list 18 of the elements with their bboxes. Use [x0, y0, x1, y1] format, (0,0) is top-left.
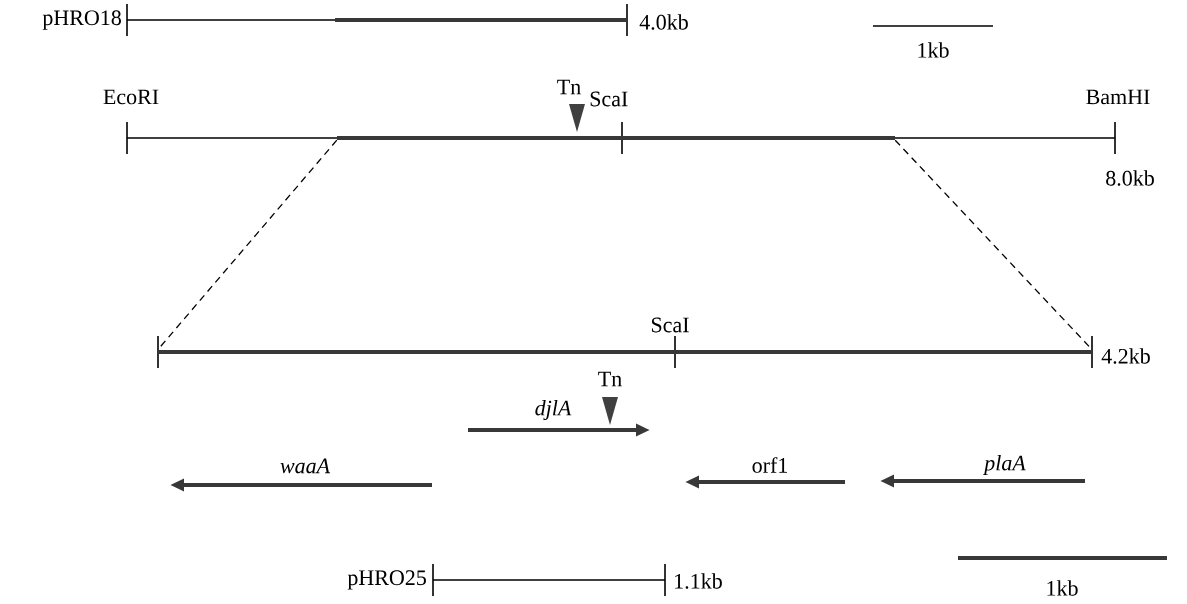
- size-label: 4.2kb: [1101, 348, 1150, 364]
- plasmid-label: pHRO18: [42, 10, 121, 30]
- site-label: EcoRI: [103, 89, 159, 105]
- size-label: 4.0kb: [639, 14, 688, 30]
- gene-label: plaA: [982, 455, 1026, 475]
- size-label: 8.0kb: [1106, 170, 1154, 186]
- scale-label: 1kb: [918, 42, 949, 58]
- size-label: 1.1kb: [675, 573, 722, 589]
- scale-label: 1kb: [1047, 580, 1078, 596]
- gene-label: waaA: [280, 458, 331, 474]
- map-segment: [158, 350, 1092, 354]
- transposon-label: Tn: [557, 79, 581, 95]
- gene-label: orf1: [752, 457, 787, 473]
- map-segment: [337, 136, 895, 140]
- gene-label: djlA: [535, 400, 572, 420]
- site-label: ScaI: [590, 91, 628, 107]
- site-label: BamHI: [1086, 89, 1150, 105]
- plasmid-label: pHRO25: [347, 570, 426, 590]
